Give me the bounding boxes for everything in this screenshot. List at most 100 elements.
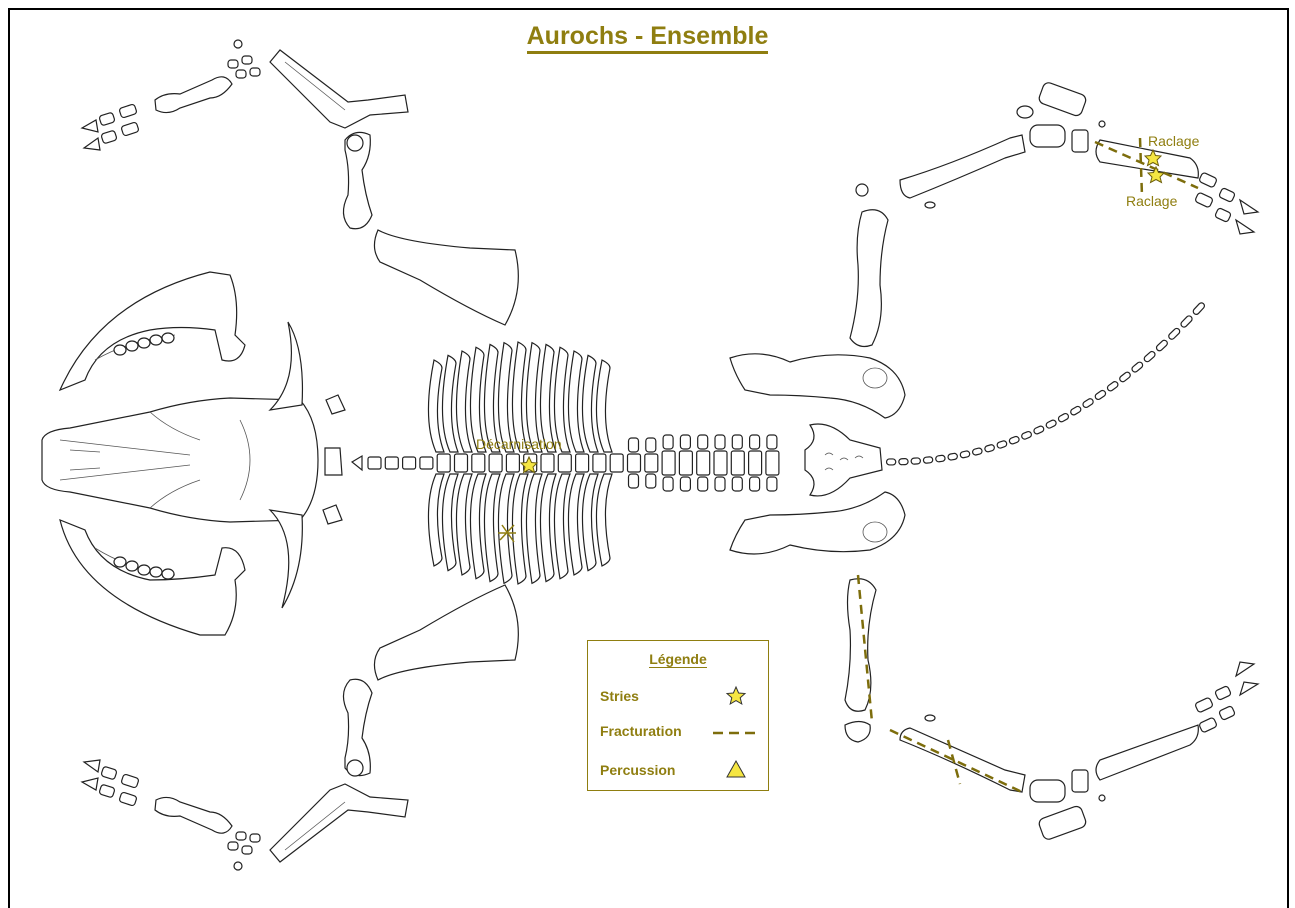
vertebra-process (698, 435, 708, 449)
tail-vertebra (935, 455, 945, 462)
tail-vertebra (1180, 315, 1194, 329)
annotation-decarnisation: Décarnisation (476, 436, 562, 452)
vertebra-process (750, 477, 760, 491)
annotation-raclage-bottom: Raclage (1126, 193, 1177, 209)
vertebra-process (715, 435, 725, 449)
vertebra-process (715, 477, 725, 491)
vertebra (368, 457, 381, 469)
rib (428, 474, 444, 566)
tail (887, 302, 1206, 465)
vertebra (714, 451, 727, 475)
rib (596, 474, 612, 566)
tail-vertebra (1106, 380, 1119, 392)
vertebra-process (732, 435, 742, 449)
legend-label-percussion: Percussion (600, 762, 675, 778)
vertebra (679, 451, 692, 475)
vertebra-process (663, 477, 673, 491)
tail-vertebra (948, 453, 958, 460)
vertebra (403, 457, 416, 469)
tail-vertebra (1057, 412, 1069, 422)
rib (596, 360, 612, 452)
vertebra (385, 457, 398, 469)
vertebra (455, 454, 468, 472)
rib (582, 355, 598, 452)
rib (484, 474, 500, 582)
tail-vertebra (1070, 405, 1082, 416)
tail-vertebra (911, 458, 921, 465)
rib (470, 474, 486, 579)
vertebra-process (732, 477, 742, 491)
star-icon (725, 685, 747, 707)
tail-vertebra (1082, 398, 1094, 409)
rib (582, 474, 598, 571)
tail-vertebra (1021, 431, 1033, 440)
fore-phalanges (82, 104, 139, 150)
tail-vertebra (960, 450, 970, 458)
tail-vertebra (996, 440, 1007, 449)
vertebra-process (680, 435, 690, 449)
forelimb-lower (82, 585, 518, 870)
tail-vertebra (1009, 436, 1020, 445)
tail-vertebra (1131, 361, 1144, 373)
vertebra (628, 454, 641, 472)
vertebra (645, 454, 658, 472)
vertebra (541, 454, 554, 472)
tail-vertebra (1192, 302, 1206, 316)
tail-vertebra (923, 457, 933, 464)
rib (540, 474, 556, 582)
rib (428, 360, 444, 452)
vertebra (766, 451, 779, 475)
tail-vertebra (1033, 425, 1045, 435)
legend-label-stries: Stries (600, 688, 639, 704)
rib (442, 474, 458, 571)
rib (568, 474, 584, 575)
skull (42, 272, 345, 635)
rib (456, 474, 472, 575)
vertebra (489, 454, 502, 472)
tail-vertebra (1094, 389, 1107, 400)
fracture-lines (858, 138, 1198, 792)
vertebra (731, 451, 744, 475)
vertebra-process (767, 435, 777, 449)
vertebra (472, 454, 485, 472)
vertebra-process (680, 477, 690, 491)
vertebra-process (629, 474, 639, 488)
vertebra (697, 451, 710, 475)
vertebra-process (663, 435, 673, 449)
vertebra (749, 451, 762, 475)
legend: Légende Stries Fracturation Percussion (587, 640, 769, 791)
sacrum (805, 424, 882, 496)
rib (512, 474, 528, 584)
rib (568, 351, 584, 452)
tail-vertebra (1143, 350, 1156, 363)
vertebra (593, 454, 606, 472)
triangle-icon (725, 759, 747, 779)
hindlimb-lower (845, 579, 1258, 841)
vertebra (506, 454, 519, 472)
rib (442, 355, 458, 452)
tail-vertebra (887, 459, 896, 465)
legend-title: Légende (588, 651, 768, 667)
dashed-line-icon (712, 729, 758, 737)
vertebra (662, 451, 675, 475)
vertebra-process (750, 435, 760, 449)
vertebra (576, 454, 589, 472)
legend-label-fracturation: Fracturation (600, 723, 682, 739)
rib (456, 351, 472, 452)
vertebra-process (698, 477, 708, 491)
vertebra-process (646, 438, 656, 452)
vertebra (352, 456, 362, 470)
tail-vertebra (899, 458, 908, 464)
vertebra (610, 454, 623, 472)
tail-vertebra (1045, 419, 1057, 429)
tail-vertebra (1119, 371, 1132, 383)
forelimb-upper (82, 40, 518, 325)
rib (526, 474, 542, 583)
tail-vertebra (972, 448, 983, 456)
vertebra (558, 454, 571, 472)
vertebra-process (646, 474, 656, 488)
rib (498, 474, 514, 583)
tail-vertebra (984, 444, 995, 452)
tail-vertebra (1155, 339, 1168, 352)
stries-markers (521, 150, 1164, 473)
